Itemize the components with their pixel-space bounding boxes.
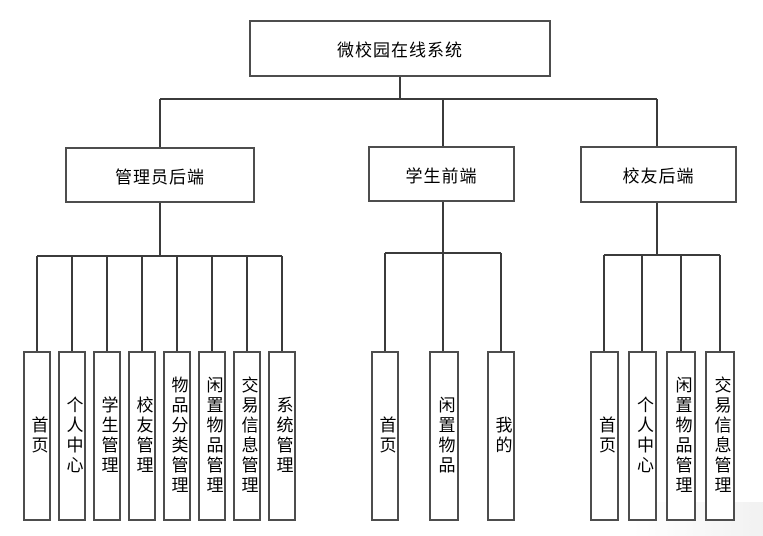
leaf-node-home: 首页 bbox=[23, 351, 51, 521]
branch-node-student-frontend: 学生前端 bbox=[368, 146, 515, 202]
leaf-node-item-category-management: 物品分类管理 bbox=[163, 351, 191, 521]
leaf-node-label: 首页 bbox=[595, 416, 615, 456]
branch-node-label: 学生前端 bbox=[405, 166, 478, 187]
root-node: 微校园在线系统 bbox=[249, 20, 551, 77]
leaf-node-label: 交易信息管理 bbox=[710, 376, 731, 496]
branch-node-label: 校友后端 bbox=[622, 167, 695, 187]
leaf-node-label: 首页 bbox=[375, 416, 396, 456]
leaf-node-idle-items: 闲置物品 bbox=[429, 351, 459, 521]
leaf-node-mine: 我的 bbox=[487, 351, 515, 521]
leaf-node-idle-item-management: 闲置物品管理 bbox=[198, 351, 226, 521]
leaf-node-system-management: 系统管理 bbox=[268, 351, 296, 521]
leaf-node-label: 闲置物品 bbox=[434, 396, 455, 476]
leaf-node-transaction-info-management: 交易信息管理 bbox=[705, 351, 735, 521]
leaf-node-personal-center: 个人中心 bbox=[58, 351, 86, 521]
leaf-node-label: 系统管理 bbox=[272, 396, 293, 476]
branch-node-admin-backend: 管理员后端 bbox=[65, 147, 255, 203]
leaf-node-label: 首页 bbox=[27, 416, 48, 456]
branch-node-label: 管理员后端 bbox=[115, 167, 205, 188]
leaf-node-label: 我的 bbox=[491, 416, 512, 456]
leaf-node-idle-item-management: 闲置物品管理 bbox=[666, 351, 696, 521]
leaf-node-label: 闲置物品管理 bbox=[671, 376, 692, 496]
leaf-node-label: 个人中心 bbox=[62, 396, 83, 476]
leaf-node-student-management: 学生管理 bbox=[93, 351, 121, 521]
leaf-node-label: 闲置物品管理 bbox=[202, 376, 223, 496]
leaf-node-label: 校友管理 bbox=[132, 396, 153, 476]
leaf-node-label: 交易信息管理 bbox=[237, 376, 258, 496]
leaf-node-transaction-info-management: 交易信息管理 bbox=[233, 351, 261, 521]
leaf-node-home: 首页 bbox=[590, 351, 619, 521]
root-node-label: 微校园在线系统 bbox=[337, 41, 463, 61]
leaf-node-label: 个人中心 bbox=[633, 396, 653, 476]
leaf-node-home: 首页 bbox=[371, 351, 399, 521]
branch-node-alumni-backend: 校友后端 bbox=[580, 146, 737, 203]
leaf-node-personal-center: 个人中心 bbox=[628, 351, 657, 521]
leaf-node-label: 学生管理 bbox=[97, 396, 118, 476]
leaf-node-alumni-management: 校友管理 bbox=[128, 351, 156, 521]
leaf-node-label: 物品分类管理 bbox=[167, 376, 188, 496]
